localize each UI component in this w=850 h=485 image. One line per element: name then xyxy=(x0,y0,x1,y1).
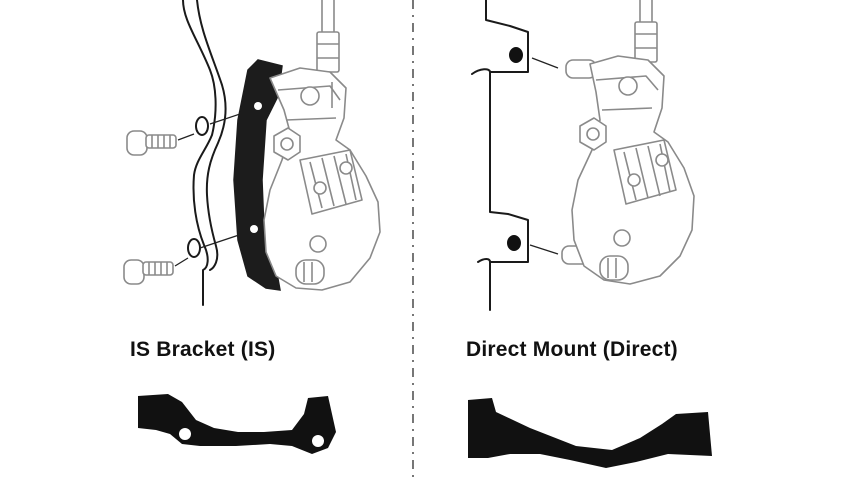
is-frame-outline xyxy=(182,0,227,306)
is-bolt-upper xyxy=(126,130,177,156)
direct-mount-hole-upper xyxy=(509,47,523,63)
is-bracket-label: IS Bracket (IS) xyxy=(130,338,276,361)
direct-mount-illustration xyxy=(471,0,695,311)
direct-mount-label: Direct Mount (Direct) xyxy=(466,338,678,361)
direct-mount-hole-lower xyxy=(507,235,521,251)
is-bracket-illustration xyxy=(123,0,381,306)
is-bolt-lower xyxy=(123,259,174,285)
is-frame-hole-upper xyxy=(195,116,209,136)
is-bracket-silhouette xyxy=(138,394,336,454)
is-caliper-body xyxy=(263,67,381,291)
is-frame-hole-lower xyxy=(187,238,201,258)
direct-frame-outline xyxy=(471,0,529,311)
direct-mount-silhouette xyxy=(468,398,712,468)
direct-caliper-body xyxy=(571,55,695,285)
